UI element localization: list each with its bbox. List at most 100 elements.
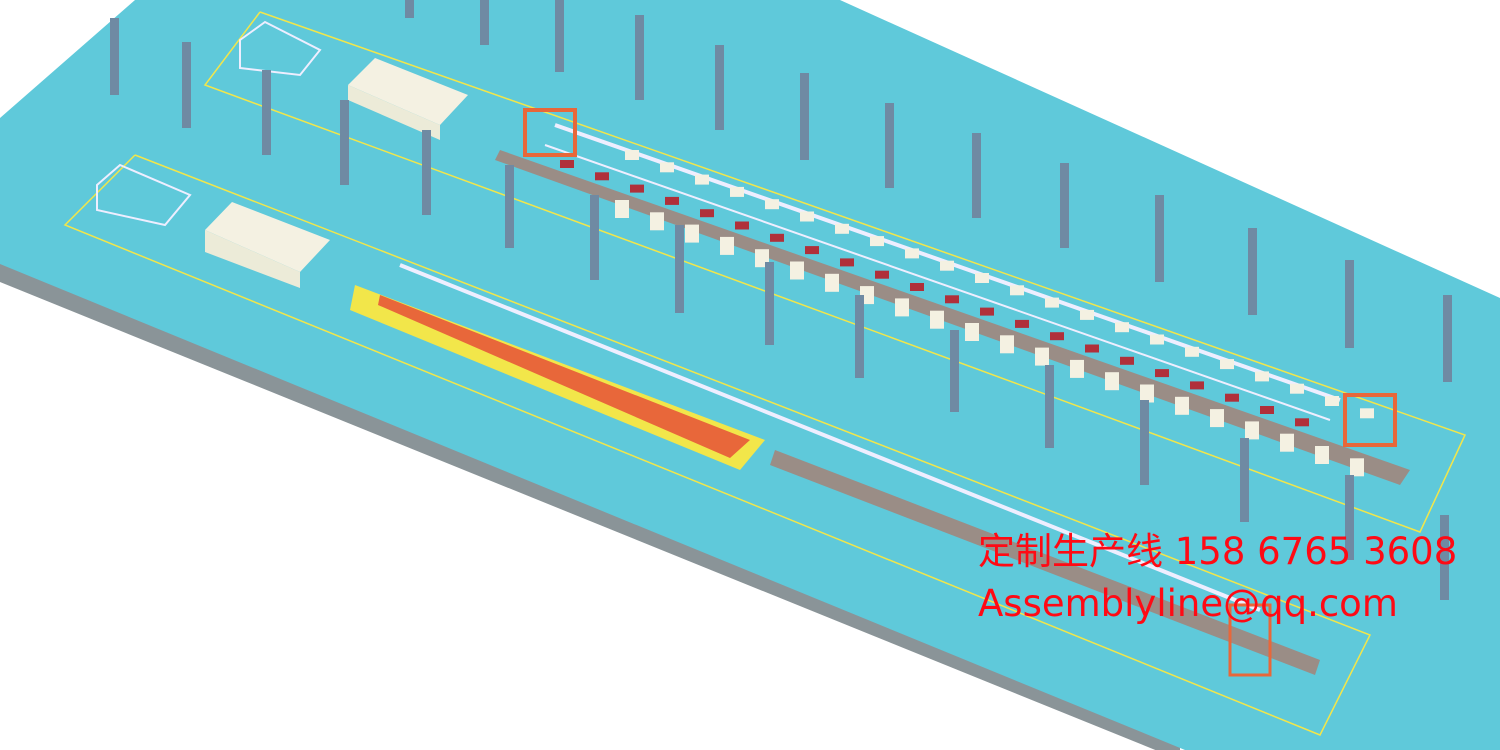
workbench	[790, 261, 804, 280]
motorcycle-station	[595, 172, 609, 181]
workbench	[1360, 408, 1374, 419]
motorcycle-station	[910, 283, 924, 291]
workbench	[1220, 359, 1234, 370]
pillar	[1345, 475, 1354, 560]
pillar	[855, 295, 864, 378]
workbench	[1280, 433, 1294, 452]
pillar	[182, 42, 191, 128]
motorcycle-station	[1120, 356, 1134, 365]
workbench	[1185, 346, 1199, 357]
motorcycle-station	[1260, 406, 1274, 414]
motorcycle-station	[665, 196, 679, 205]
pillar	[405, 0, 414, 18]
pillar	[1045, 365, 1054, 448]
motorcycle-station	[770, 233, 784, 242]
workbench	[1045, 297, 1059, 308]
workbench	[1080, 309, 1094, 320]
motorcycle-station	[735, 221, 749, 230]
workbench	[765, 199, 779, 210]
workbench	[930, 310, 944, 329]
workbench	[1290, 383, 1304, 394]
workbench	[1105, 372, 1119, 391]
workbench	[1140, 384, 1154, 403]
pillar	[590, 195, 599, 280]
lower-assembly-line	[350, 263, 1320, 677]
pillar	[1240, 438, 1249, 522]
workbench	[975, 273, 989, 283]
pillar	[505, 165, 514, 248]
motorcycle-station	[1295, 418, 1309, 427]
pillar	[950, 330, 959, 412]
workbench	[1325, 396, 1339, 406]
workbench	[870, 236, 884, 247]
workbench	[825, 273, 839, 292]
workbench	[1255, 371, 1269, 382]
pillar	[972, 133, 981, 218]
workbench	[1000, 335, 1014, 354]
pillar	[635, 15, 644, 100]
workbench	[1070, 359, 1084, 378]
workbench	[1035, 347, 1049, 366]
workbench	[660, 162, 674, 173]
pillar	[675, 225, 684, 313]
workbench	[1210, 409, 1224, 428]
workbench	[800, 211, 814, 222]
workbench	[1315, 446, 1329, 464]
frame-racks	[96, 20, 322, 227]
yellow-guide-lines	[63, 11, 1467, 736]
workbench	[1010, 285, 1024, 296]
pillar	[262, 70, 271, 155]
pillar	[1060, 163, 1069, 248]
pillar	[340, 100, 349, 185]
workbench	[685, 224, 699, 243]
watermark-phone: 定制生产线 158 6765 3608	[978, 530, 1458, 573]
pillar	[1248, 228, 1257, 315]
motorcycle-station	[1155, 369, 1169, 378]
workbench	[905, 248, 919, 259]
motorcycle-station	[560, 160, 574, 168]
motorcycle-station	[700, 209, 714, 218]
motorcycle-station	[840, 258, 854, 267]
motorcycle-station	[875, 270, 889, 279]
workbench	[695, 174, 709, 185]
pillars	[110, 0, 1452, 600]
pillar	[800, 73, 809, 160]
motorcycle-station	[805, 246, 819, 255]
motorcycle-station	[1085, 344, 1099, 353]
workbench	[940, 260, 954, 271]
motorcycle-station	[630, 184, 644, 193]
motorcycle-station	[1015, 319, 1029, 328]
pillar	[110, 18, 119, 95]
motorcycle-station	[1225, 393, 1239, 402]
workbench	[1175, 396, 1189, 415]
pillar	[480, 0, 489, 45]
pillar	[765, 262, 774, 345]
pillar	[1155, 195, 1164, 282]
watermark-email: Assemblyline@qq.com	[978, 582, 1398, 625]
workbench	[720, 236, 734, 255]
pillar	[555, 0, 564, 72]
workbench	[835, 223, 849, 234]
pillar	[1140, 400, 1149, 485]
workbench	[1350, 458, 1364, 477]
workbench	[650, 212, 664, 231]
pillar	[715, 45, 724, 130]
pillar	[1440, 515, 1449, 600]
pillar	[422, 130, 431, 215]
pillar	[1443, 295, 1452, 382]
workbench	[1150, 334, 1164, 345]
workbench	[965, 323, 979, 341]
office-boxes	[205, 58, 468, 288]
workbench	[1245, 421, 1259, 440]
motorcycle-station	[945, 295, 959, 304]
workbench	[615, 200, 629, 218]
workbench	[1115, 322, 1129, 333]
pillar	[885, 103, 894, 188]
motorcycle-station	[980, 307, 994, 316]
upper-assembly-line	[495, 108, 1410, 485]
workbench	[895, 298, 909, 317]
pillar	[1345, 260, 1354, 348]
